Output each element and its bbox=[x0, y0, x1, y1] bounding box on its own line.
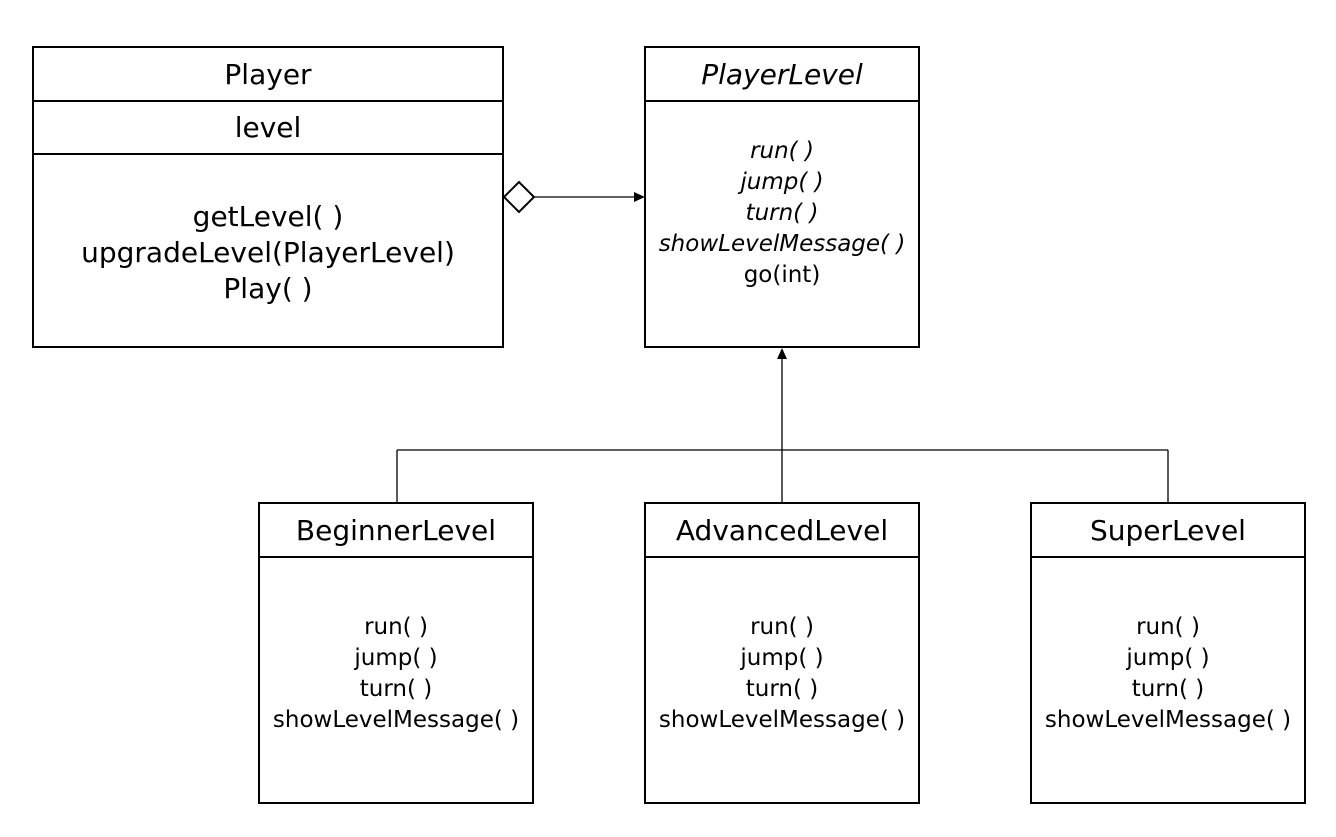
generalization-arrowhead bbox=[777, 348, 787, 359]
super-level-operations: run( ) jump( ) turn( ) showLevelMessage(… bbox=[1032, 558, 1304, 736]
super-level-op-jump: jump( ) bbox=[1126, 645, 1210, 671]
advanced-level-op-show-level-message: showLevelMessage( ) bbox=[658, 707, 906, 733]
super-level-class: SuperLevel run( ) jump( ) turn( ) showLe… bbox=[1030, 502, 1306, 804]
super-level-class-name: SuperLevel bbox=[1032, 504, 1304, 558]
player-level-op-go: go(int) bbox=[743, 262, 821, 288]
advanced-level-class-name: AdvancedLevel bbox=[646, 504, 918, 558]
aggregation-arrowhead bbox=[634, 192, 645, 202]
super-level-op-show-level-message: showLevelMessage( ) bbox=[1044, 707, 1292, 733]
advanced-level-operations: run( ) jump( ) turn( ) showLevelMessage(… bbox=[646, 558, 918, 736]
super-level-op-turn: turn( ) bbox=[1131, 676, 1205, 702]
player-level-op-turn: turn( ) bbox=[745, 200, 819, 226]
player-op-upgrade-level: upgradeLevel(PlayerLevel) bbox=[81, 236, 455, 269]
player-op-get-level: getLevel( ) bbox=[192, 200, 344, 233]
player-level-class: PlayerLevel run( ) jump( ) turn( ) showL… bbox=[644, 46, 920, 348]
player-op-play: Play( ) bbox=[223, 272, 313, 305]
advanced-level-op-turn: turn( ) bbox=[745, 676, 819, 702]
beginner-level-op-run: run( ) bbox=[364, 614, 428, 640]
beginner-level-class-name: BeginnerLevel bbox=[260, 504, 532, 558]
beginner-level-class: BeginnerLevel run( ) jump( ) turn( ) sho… bbox=[258, 502, 534, 804]
beginner-level-op-jump: jump( ) bbox=[354, 645, 438, 671]
beginner-level-operations: run( ) jump( ) turn( ) showLevelMessage(… bbox=[260, 558, 532, 736]
player-class: Player level getLevel( ) upgradeLevel(Pl… bbox=[32, 46, 504, 348]
player-operations: getLevel( ) upgradeLevel(PlayerLevel) Pl… bbox=[34, 155, 502, 307]
advanced-level-op-jump: jump( ) bbox=[740, 645, 824, 671]
advanced-level-class: AdvancedLevel run( ) jump( ) turn( ) sho… bbox=[644, 502, 920, 804]
player-level-op-jump: jump( ) bbox=[740, 169, 824, 195]
player-level-op-show-level-message: showLevelMessage( ) bbox=[658, 231, 906, 257]
aggregation-diamond bbox=[502, 180, 536, 214]
player-level-class-name: PlayerLevel bbox=[646, 48, 918, 102]
player-level-op-run: run( ) bbox=[750, 138, 814, 164]
beginner-level-op-turn: turn( ) bbox=[359, 676, 433, 702]
player-attribute-level: level bbox=[34, 102, 502, 155]
player-class-name: Player bbox=[34, 48, 502, 102]
advanced-level-op-run: run( ) bbox=[750, 614, 814, 640]
beginner-level-op-show-level-message: showLevelMessage( ) bbox=[272, 707, 520, 733]
player-level-operations: run( ) jump( ) turn( ) showLevelMessage(… bbox=[646, 102, 918, 291]
super-level-op-run: run( ) bbox=[1136, 614, 1200, 640]
